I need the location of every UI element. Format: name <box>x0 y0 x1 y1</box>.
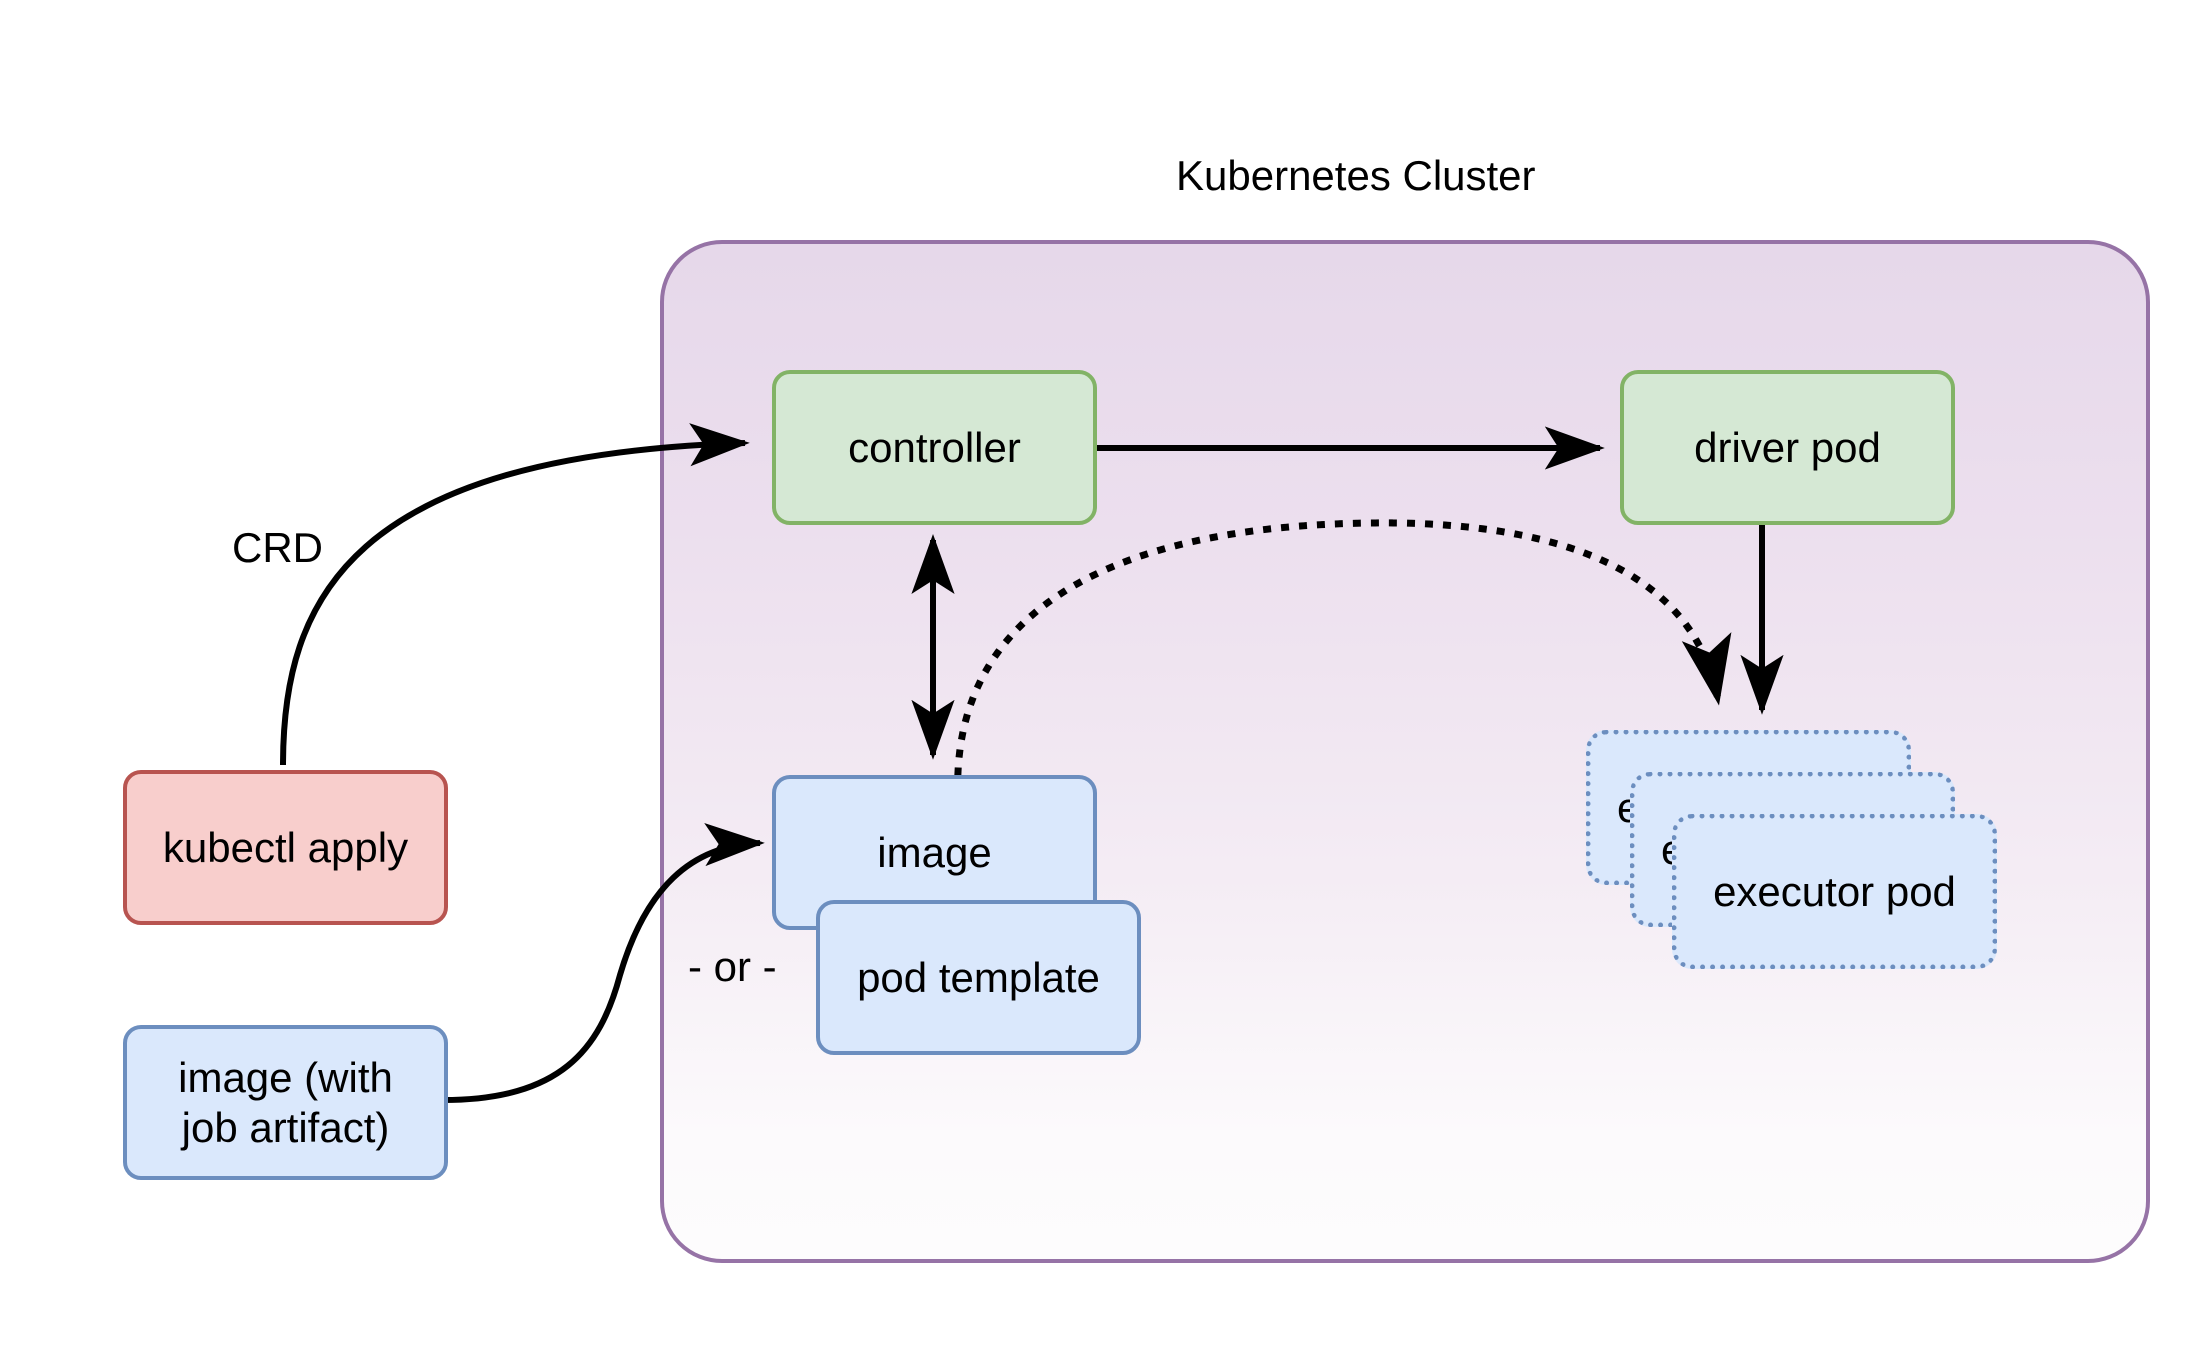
node-controller-label: controller <box>848 423 1021 471</box>
node-executor-pod-front[interactable]: executor pod <box>1672 814 1997 969</box>
node-pod-template-label: pod template <box>857 953 1100 1001</box>
node-executor-pod-front-label: executor pod <box>1713 867 1956 915</box>
node-driver-pod[interactable]: driver pod <box>1620 370 1955 525</box>
node-image-with-job-artifact-label: image (with job artifact) <box>178 1053 393 1151</box>
edge-label-crd: CRD <box>232 524 323 571</box>
edge-label-or: - or - <box>688 943 777 990</box>
node-pod-template[interactable]: pod template <box>816 900 1141 1055</box>
node-kubectl-apply[interactable]: kubectl apply <box>123 770 448 925</box>
node-driver-pod-label: driver pod <box>1694 423 1881 471</box>
node-kubectl-apply-label: kubectl apply <box>162 823 409 871</box>
node-controller[interactable]: controller <box>772 370 1097 525</box>
node-image-label: image <box>877 828 992 876</box>
cluster-title: Kubernetes Cluster <box>1176 152 1536 199</box>
node-image-with-job-artifact[interactable]: image (with job artifact) <box>123 1025 448 1180</box>
